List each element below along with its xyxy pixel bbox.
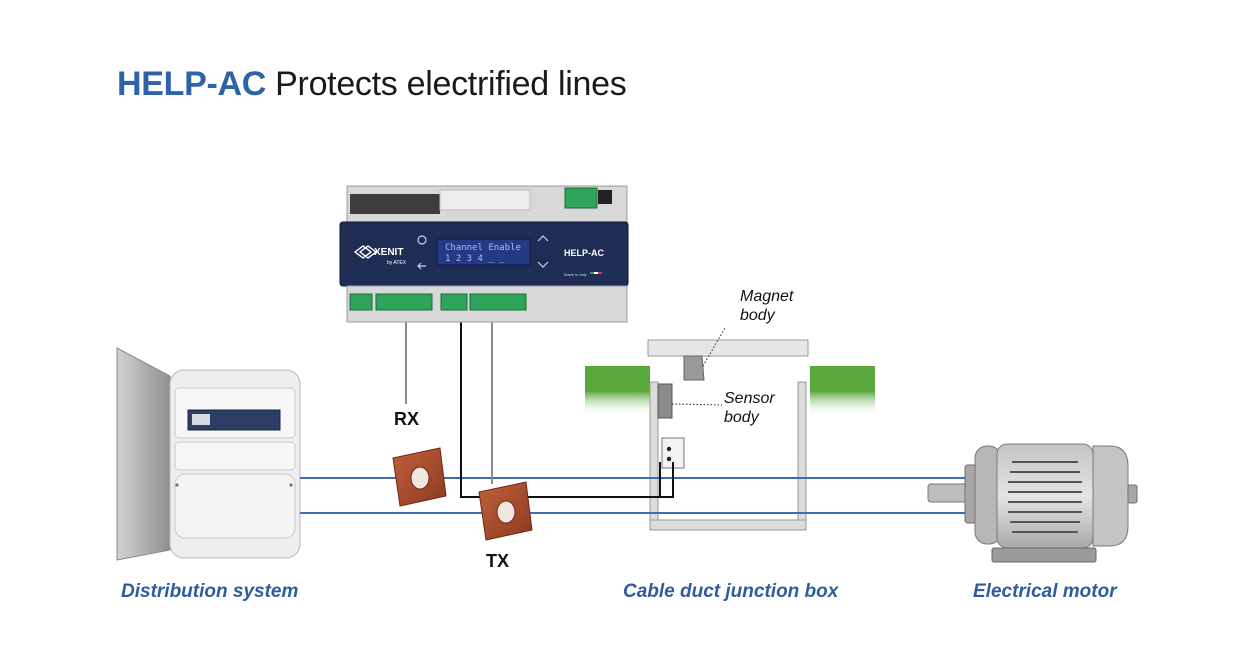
caption-electrical-motor: Electrical motor [973,581,1117,602]
display-line-2: 1 2 3 4 _ _ [445,254,505,264]
help-ac-device: XENIT by ATEX Channel Enable 1 2 3 4 _ _… [339,185,629,323]
magnet-body [683,355,705,381]
caption-junction-box: Cable duct junction box [623,581,839,602]
sensor-body [657,383,673,419]
junction-lid [647,339,809,357]
ground-left [585,366,650,416]
device-logo-sub: by ATEX [387,260,407,266]
motor-shaft [927,483,971,503]
cabinet-door [116,347,171,561]
down-arrow-icon [537,261,549,268]
sensor-body-label: Sensor body [724,389,775,427]
magnet-label-line1: Magnet [740,288,794,305]
device-logo: XENIT [374,247,403,258]
motor-endcap [1092,445,1129,547]
motor-base [991,547,1097,563]
junction-box [647,327,809,531]
title-text: Protects electrified lines [275,65,627,103]
tx-ferrite-core [478,481,533,541]
sensor-pointer [671,403,723,406]
caption-distribution-system: Distribution system [121,581,299,602]
xenit-logo-icon [353,245,378,259]
sensor-loop-right [661,462,674,498]
cabinet-breakers [187,409,281,431]
sensor-label-line2: body [724,409,759,426]
made-in-label: Made in Italy [564,272,587,277]
back-arrow-icon [417,262,426,270]
magnet-label-line2: body [740,307,775,324]
title-brand: HELP-AC [117,65,267,103]
page-title: HELP-AC Protects electrified lines [117,62,627,106]
rx-label: RX [394,409,420,429]
electrical-motor [927,443,1138,563]
up-arrow-icon [537,235,549,242]
device-model: HELP-AC [564,248,604,258]
ground-right [810,366,875,416]
sensor-loop-left [460,322,661,498]
magnet-pointer [702,327,726,367]
display-line-1: Channel Enable [445,243,521,253]
tx-label: TX [486,551,510,571]
rx-ferrite-core [392,447,447,507]
gear-icon [417,235,427,245]
magnet-body-label: Magnet body [740,287,793,325]
sensor-label-line1: Sensor [724,390,775,407]
green-connector [564,187,598,209]
device-display [436,238,531,266]
distribution-cabinet [116,347,301,561]
